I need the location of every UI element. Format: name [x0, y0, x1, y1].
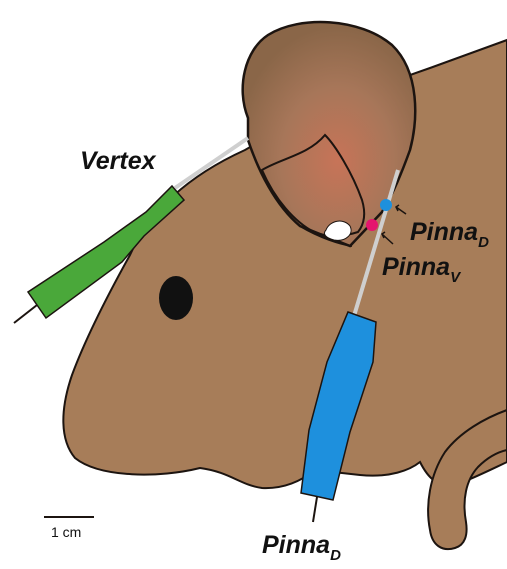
eye	[159, 276, 193, 320]
pinna-ventral-dot	[366, 219, 378, 231]
label-pinna-dorsal-bottom-sub: D	[330, 547, 341, 564]
label-pinna-dorsal-top-sub: D	[478, 234, 489, 251]
scale-bar-label: 1 cm	[51, 524, 81, 540]
label-pinna-ventral-main: Pinna	[382, 253, 450, 281]
pinna-electrode-lead	[313, 497, 317, 522]
label-vertex: Vertex	[80, 147, 157, 175]
label-pinna-dorsal-top-main: Pinna	[410, 218, 478, 246]
pinna-dorsal-dot	[380, 199, 392, 211]
label-pinna-dorsal-bottom-main: Pinna	[262, 531, 330, 559]
vertex-electrode-lead	[14, 305, 37, 323]
label-pinna-dorsal-bottom: PinnaD	[262, 531, 341, 564]
